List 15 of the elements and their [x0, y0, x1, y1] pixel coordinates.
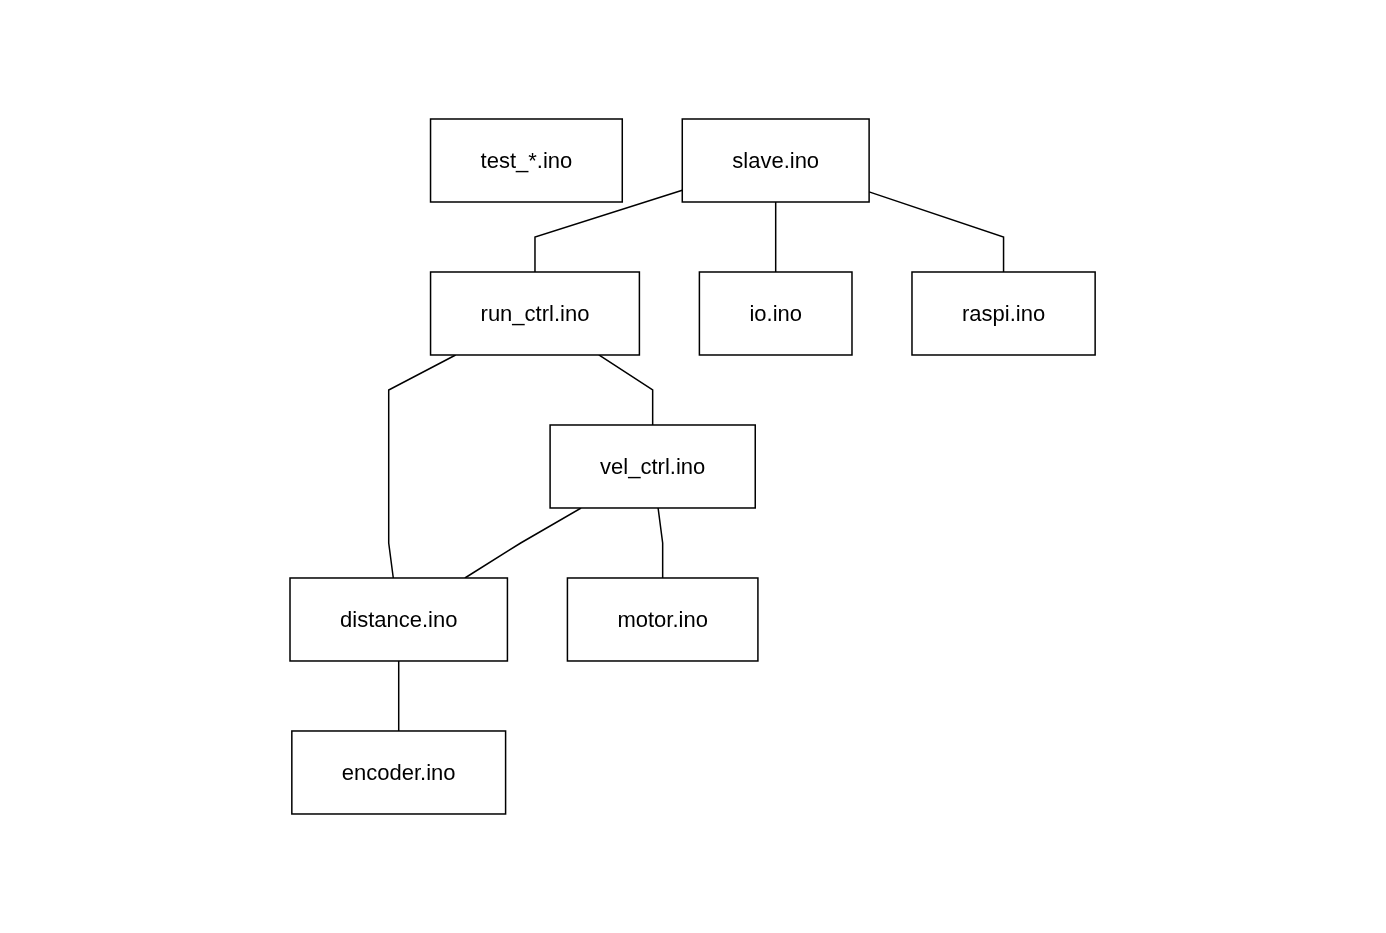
node-box: test_*.ino	[430, 118, 624, 203]
connector	[657, 507, 664, 579]
connector	[598, 354, 654, 426]
node-box: io.ino	[699, 271, 854, 356]
connector	[775, 201, 777, 273]
connector	[398, 660, 400, 732]
node-box: motor.ino	[567, 577, 760, 662]
node-box: encoder.ino	[291, 730, 507, 815]
connector	[464, 507, 583, 579]
node-box: raspi.ino	[911, 271, 1097, 356]
node-box: distance.ino	[289, 577, 509, 662]
node-box: vel_ctrl.ino	[549, 424, 757, 509]
node-box: run_ctrl.ino	[430, 271, 641, 356]
connector	[388, 354, 457, 579]
node-box: slave.ino	[681, 118, 871, 203]
